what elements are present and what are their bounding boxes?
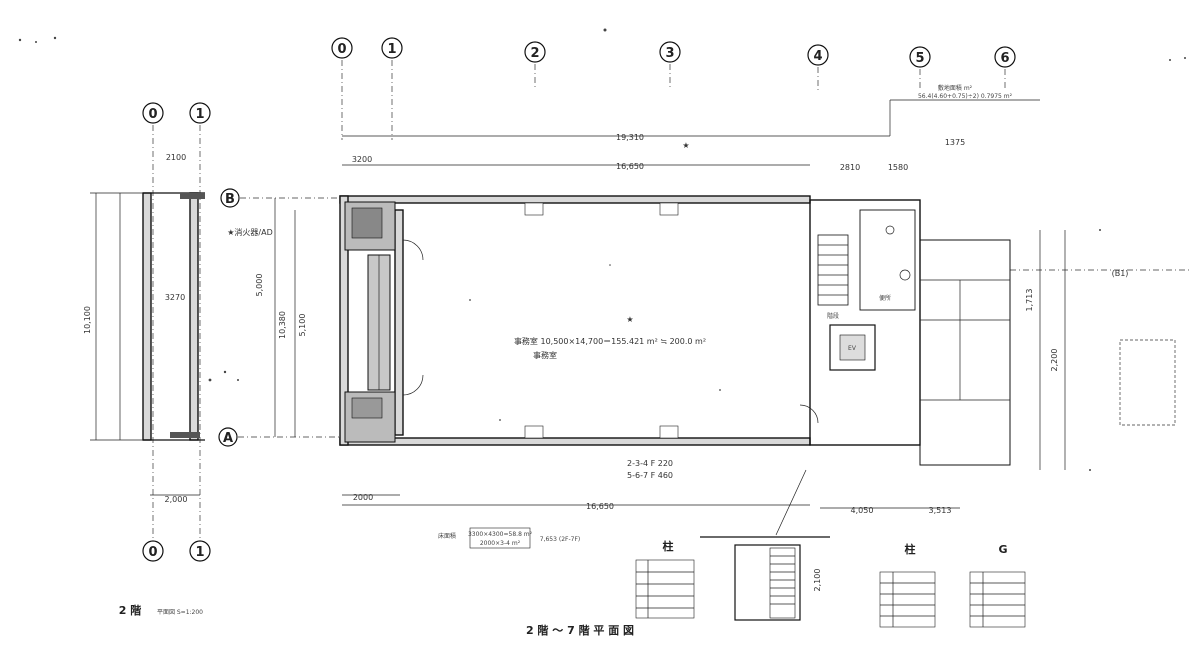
- dim-side-right: 1,713: [1025, 289, 1034, 312]
- drawing-title: 2 階 ～ 7 階 平 面 図: [526, 623, 634, 637]
- side-label-b1: (B1): [1112, 269, 1129, 278]
- left-star-note: ★消火器/AD: [227, 227, 273, 237]
- section-subtitle: 平面図 S=1:200: [157, 609, 203, 616]
- grid-label-1: 1: [387, 42, 396, 57]
- grid-bubbles-rows: B A: [218, 188, 240, 447]
- grid-label-2: 2: [530, 46, 539, 61]
- section-title: 2 階: [119, 603, 141, 617]
- dim-left-inner: 5,100: [298, 314, 307, 337]
- floor-area-calc: 床面積 3300×4300=58.8 m² 2000×3-4 m² 7,653 …: [438, 527, 580, 549]
- bottom-note-1: 2-3-4 F 220: [627, 459, 673, 468]
- grid-label-3: 3: [665, 46, 674, 61]
- stair-treads: [818, 244, 848, 296]
- dim-left-total: 10,380: [278, 311, 287, 339]
- grid-bubbles-top: 0 1 2 3 4 5 6: [331, 37, 1016, 68]
- left-section-view: 10,100 2100 3270 2,000: [83, 153, 205, 504]
- column-schedule-1: 柱: [635, 539, 695, 619]
- dim-bottom-main: 16,650: [586, 502, 614, 511]
- grid-label-sec-0: 0: [148, 107, 157, 122]
- wc-label: 便所: [879, 294, 891, 302]
- dim-bottom-right-a: 4,050: [851, 506, 874, 515]
- elevator-section-rungs: [770, 555, 795, 605]
- table-title-beam2: G: [998, 543, 1007, 556]
- bottom-calc-label: 床面積: [438, 532, 456, 540]
- table-title-beam: 柱: [905, 542, 916, 556]
- main-floor-plan: 19,310 16,650 3200 2810 1580 1375: [227, 133, 1011, 515]
- grid-label-sec-1: 1: [195, 107, 204, 122]
- dim-bottom-left: 2000: [353, 493, 373, 502]
- right-side-dims: 1,713 2,200: [1025, 230, 1176, 470]
- stair-label: 階段: [827, 312, 839, 320]
- elevator-label: EV: [848, 345, 857, 352]
- bottom-calc-2: 2000×3-4 m²: [480, 540, 521, 547]
- grid-label-5: 5: [915, 51, 924, 66]
- bottom-calc-total: 7,653 (2F-7F): [540, 536, 580, 543]
- office-area-label: 事務室: [533, 350, 557, 360]
- dim-bay-5: 1580: [888, 163, 908, 172]
- top-right-note: 敷地面積 m²: [938, 84, 973, 92]
- office-area-note: 事務室 10,500×14,700＝155.421 m² ≒ 200.0 m²: [514, 336, 706, 346]
- dim-left-offset: 3200: [352, 155, 372, 164]
- dim-section-top: 2100: [166, 153, 186, 162]
- top-right-notes: 敷地面積 m² 56.4(4.60+0.75)÷2) 0.7975 m² (B1…: [889, 84, 1129, 278]
- table-title-col: 柱: [663, 539, 674, 553]
- grid-bubbles-section: 0 1 0 1: [142, 102, 211, 562]
- grid-label-row-a: A: [223, 431, 233, 446]
- dim-left-overall: 10,100: [83, 306, 92, 334]
- dim-overall-top: 19,310: [616, 133, 644, 142]
- top-right-calc: 56.4(4.60+0.75)÷2) 0.7975 m²: [918, 93, 1013, 100]
- grid-label-sec-1-bottom: 1: [195, 545, 204, 560]
- grid-label-0: 0: [337, 42, 346, 57]
- dim-inner-top: 16,650: [616, 162, 644, 171]
- elevator-section: 2,100: [700, 469, 830, 621]
- grid-label-6: 6: [1000, 51, 1009, 66]
- grid-lines: [152, 60, 1190, 540]
- top-star-marker: ★: [682, 141, 689, 150]
- dim-elev-right: 2,100: [813, 569, 822, 592]
- dim-section-bottom: 2,000: [165, 495, 188, 504]
- dim-section-mid: 3270: [165, 293, 185, 302]
- scan-noise: [18, 28, 1186, 471]
- dim-right-top: 1375: [945, 138, 965, 147]
- bottom-note-2: 5-6-7 F 460: [627, 471, 673, 480]
- grid-label-4: 4: [813, 49, 822, 64]
- dim-left-mid: 5,000: [255, 274, 264, 297]
- beam-schedule: G: [969, 543, 1026, 628]
- bottom-calc-1: 3300×4300=58.8 m²: [468, 531, 533, 538]
- star-marker: ★: [626, 315, 633, 324]
- grid-label-row-b: B: [225, 192, 235, 207]
- dim-bay-4-5: 2810: [840, 163, 860, 172]
- dim-bottom-right-b: 3,513: [929, 506, 952, 515]
- grid-label-sec-0-bottom: 0: [148, 545, 157, 560]
- dim-side-right2: 2,200: [1050, 349, 1059, 372]
- column-schedule-2: 柱: [879, 542, 936, 628]
